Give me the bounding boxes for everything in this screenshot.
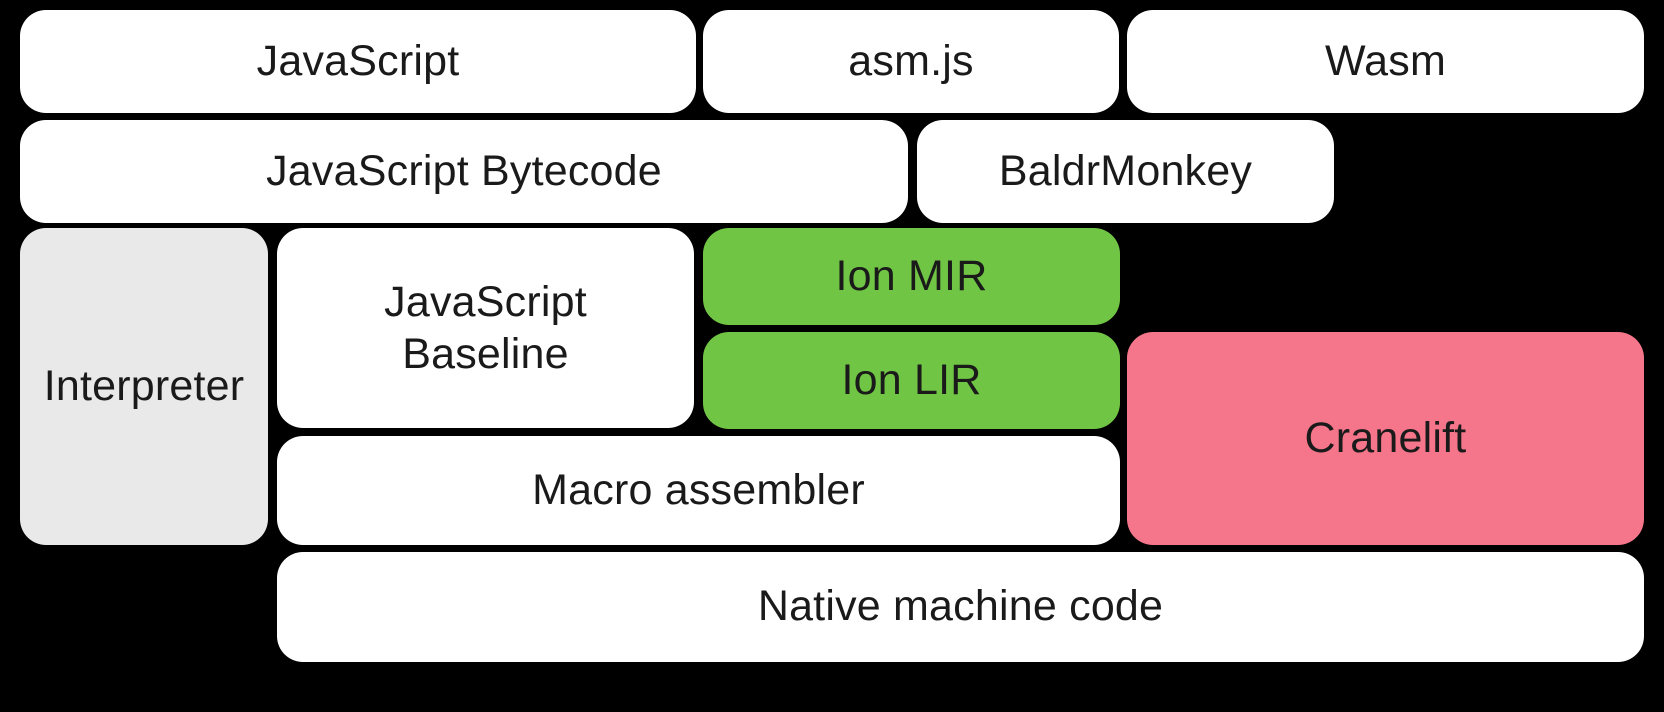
- node-asmjs[interactable]: asm.js: [703, 10, 1119, 113]
- node-ion-lir[interactable]: Ion LIR: [703, 332, 1120, 429]
- node-baldrmonkey[interactable]: BaldrMonkey: [917, 120, 1334, 223]
- node-wasm[interactable]: Wasm: [1127, 10, 1644, 113]
- node-interpreter[interactable]: Interpreter: [20, 228, 268, 545]
- node-ion-mir[interactable]: Ion MIR: [703, 228, 1120, 325]
- node-javascript[interactable]: JavaScript: [20, 10, 696, 113]
- node-javascript-bytecode[interactable]: JavaScript Bytecode: [20, 120, 908, 223]
- node-javascript-baseline[interactable]: JavaScript Baseline: [277, 228, 694, 428]
- node-macro-assembler[interactable]: Macro assembler: [277, 436, 1120, 545]
- node-cranelift[interactable]: Cranelift: [1127, 332, 1644, 545]
- node-native-machine-code[interactable]: Native machine code: [277, 552, 1644, 662]
